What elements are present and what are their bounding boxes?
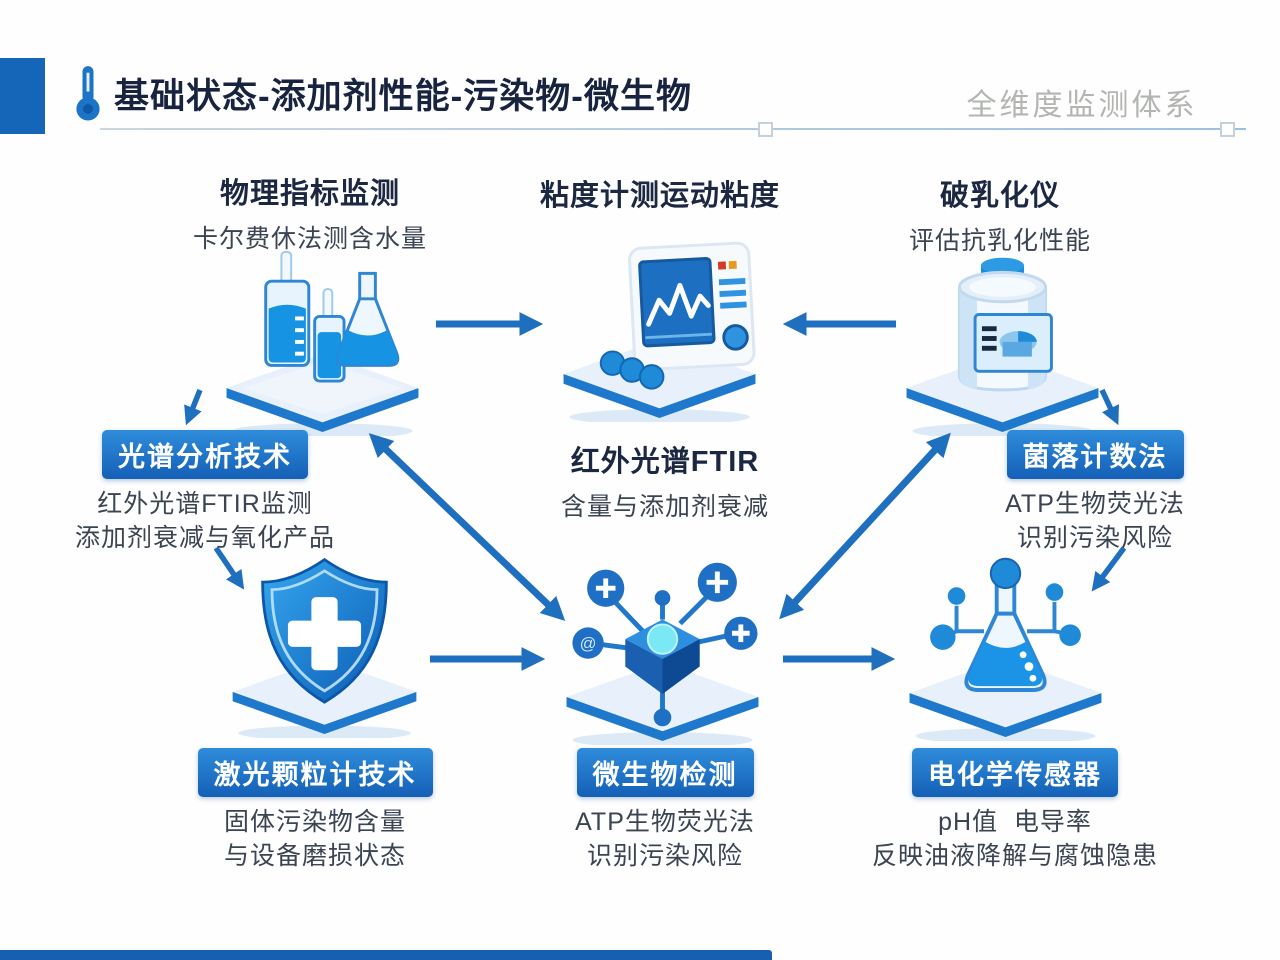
node-demulsifier: 破乳化仪 评估抗乳化性能 bbox=[840, 172, 1160, 257]
microbe-network-icon: @ bbox=[566, 562, 759, 745]
bottom-accent-bar bbox=[0, 950, 772, 960]
node-title: 破乳化仪 bbox=[939, 180, 1060, 212]
node-colony-counting: 菌落计数法 ATP生物荧光法 识别污染风险 bbox=[955, 430, 1235, 555]
viscometer-monitor-icon bbox=[563, 241, 756, 422]
node-laser-particle: 激光颗粒计技术 固体污染物含量 与设备磨损状态 bbox=[160, 748, 470, 873]
node-detail-line: 识别污染风险 bbox=[1016, 523, 1173, 552]
node-detail-line: 与设备磨损状态 bbox=[223, 841, 406, 870]
shield-cross-icon bbox=[232, 557, 417, 738]
demulsifier-canister-icon bbox=[906, 257, 1099, 436]
badge-microbial-detection: 微生物检测 bbox=[576, 748, 754, 797]
node-detail-line: 红外光谱FTIR监测 bbox=[97, 490, 313, 518]
left-accent-bar bbox=[0, 58, 45, 134]
divider-handle-square bbox=[1220, 122, 1235, 137]
node-title: 红外光谱FTIR bbox=[570, 446, 760, 478]
page-title: 基础状态-添加剂性能-污染物-微生物 bbox=[114, 77, 692, 116]
divider-handle-square bbox=[758, 122, 773, 137]
node-detail-line: 添加剂衰减与氧化产品 bbox=[74, 523, 335, 552]
node-detail-line: 反映油液降解与腐蚀隐患 bbox=[871, 841, 1158, 870]
node-subtitle: 含量与添加剂衰减 bbox=[560, 493, 769, 521]
node-physical-indicators: 物理指标监测 卡尔费休法测含水量 bbox=[130, 170, 490, 255]
node-title: 物理指标监测 bbox=[219, 178, 400, 210]
node-detail-line: ATP生物荧光法 bbox=[575, 808, 755, 836]
lab-glassware-icon bbox=[226, 250, 419, 436]
badge-electrochemical-sensor: 电化学传感器 bbox=[912, 748, 1118, 797]
node-electrochemical-sensor: 电化学传感器 pH值 电导率 反映油液降解与腐蚀隐患 bbox=[850, 748, 1180, 873]
node-spectral-analysis: 光谱分析技术 红外光谱FTIR监测 添加剂衰减与氧化产品 bbox=[55, 430, 355, 555]
node-viscometer: 粘度计测运动粘度 bbox=[480, 172, 840, 214]
arrow-glassware-to-spectral-label bbox=[184, 388, 203, 426]
thermometer-icon bbox=[76, 66, 100, 121]
flask-molecule-icon bbox=[909, 557, 1102, 741]
node-title: 粘度计测运动粘度 bbox=[539, 180, 780, 212]
svg-text:@: @ bbox=[580, 634, 597, 653]
badge-colony-counting: 菌落计数法 bbox=[1006, 430, 1184, 479]
node-detail-line: 固体污染物含量 bbox=[223, 808, 406, 836]
header-divider bbox=[100, 128, 1246, 130]
node-subtitle: 评估抗乳化性能 bbox=[908, 227, 1091, 255]
node-detail-line: ATP生物荧光法 bbox=[1005, 490, 1185, 518]
header-right-title: 全维度监测体系 bbox=[966, 89, 1198, 122]
node-detail-line: pH值 电导率 bbox=[938, 808, 1092, 836]
node-detail-line: 识别污染风险 bbox=[586, 841, 743, 870]
badge-laser-particle: 激光颗粒计技术 bbox=[197, 748, 433, 797]
node-ftir: 红外光谱FTIR 含量与添加剂衰减 bbox=[510, 438, 820, 523]
node-microbial-detection: 微生物检测 ATP生物荧光法 识别污染风险 bbox=[510, 748, 820, 873]
node-subtitle: 卡尔费休法测含水量 bbox=[192, 225, 427, 253]
badge-spectral-analysis: 光谱分析技术 bbox=[102, 430, 308, 479]
